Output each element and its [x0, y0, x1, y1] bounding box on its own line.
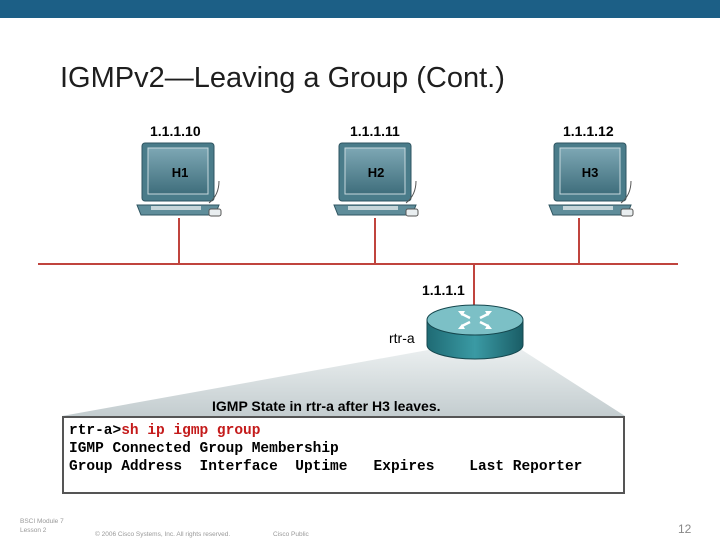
footer-course-line1: BSCI Module 7 [20, 518, 64, 525]
router-name-label: rtr-a [389, 330, 415, 346]
projection-cone [62, 350, 625, 416]
h1-name: H1 [172, 165, 189, 180]
host-h1-icon [136, 142, 222, 217]
page-title: IGMPv2—Leaving a Group (Cont.) [60, 62, 505, 94]
page-number: 12 [678, 522, 692, 536]
host-h3-icon [548, 142, 634, 217]
router-ip-label: 1.1.1.1 [422, 282, 465, 298]
console-command-line: rtr-a>sh ip igmp group [69, 422, 623, 440]
console-line-3: Group Address Interface Uptime Expires L… [69, 459, 583, 475]
footer-course-line2: Lesson 2 [20, 527, 47, 534]
footer-classification: Cisco Public [273, 531, 309, 538]
top-bar [0, 0, 720, 18]
console-line-2: IGMP Connected Group Membership [69, 441, 339, 457]
console-prompt: rtr-a> [69, 423, 122, 439]
h2-ip-label: 1.1.1.11 [350, 123, 400, 139]
host-h2-icon [333, 142, 419, 217]
router-icon [426, 304, 524, 360]
h3-name: H3 [582, 165, 599, 180]
h2-name: H2 [368, 165, 385, 180]
h3-ip-label: 1.1.1.12 [563, 123, 614, 139]
h1-ip-label: 1.1.1.10 [150, 123, 201, 139]
footer-copyright: © 2006 Cisco Systems, Inc. All rights re… [95, 531, 231, 538]
igmp-state-caption: IGMP State in rtr-a after H3 leaves. [212, 398, 441, 414]
console-output: rtr-a>sh ip igmp group IGMP Connected Gr… [62, 416, 625, 494]
console-command: sh ip igmp group [121, 423, 261, 439]
footer-course: BSCI Module 7 Lesson 2 [20, 517, 64, 535]
